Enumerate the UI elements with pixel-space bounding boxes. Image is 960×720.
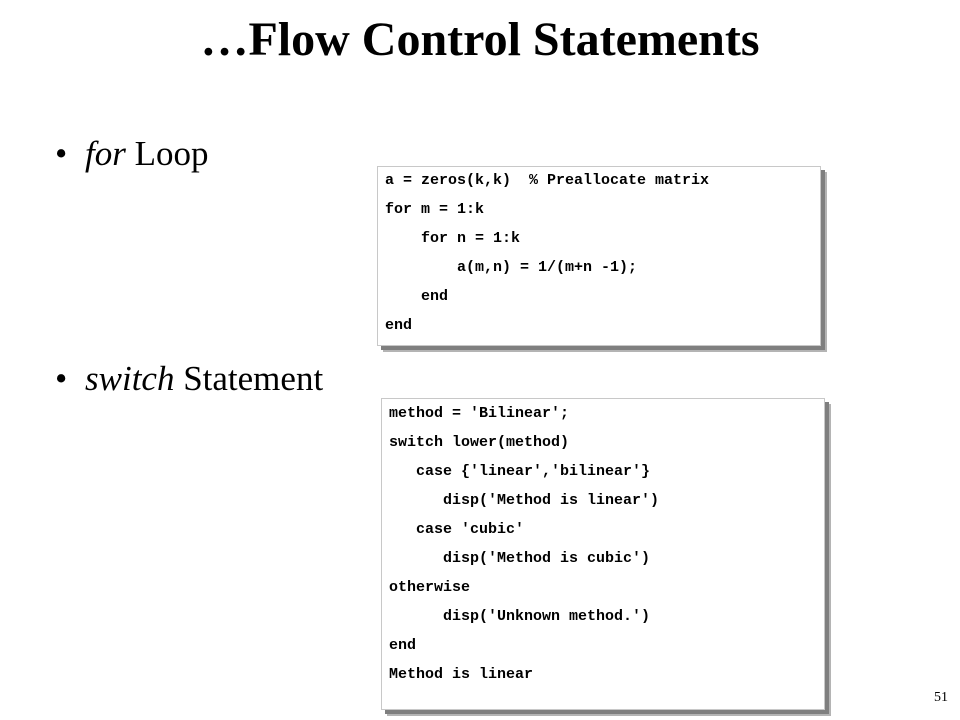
code-line: method = 'Bilinear';	[389, 405, 570, 422]
code-line: end	[389, 637, 417, 654]
code-line: a(m,n) = 1/(m+n -1);	[385, 259, 638, 276]
bullet-dot-icon: •	[55, 359, 68, 398]
code-line: switch lower(method)	[389, 434, 570, 451]
bullet-keyword: for	[85, 134, 126, 173]
code-line: disp('Unknown method.')	[389, 608, 651, 625]
code-line: a = zeros(k,k) % Preallocate matrix	[385, 172, 710, 189]
bullet-dot-icon: •	[55, 134, 68, 173]
code-line: for n = 1:k	[385, 230, 521, 247]
bullet-for-loop: • for Loop	[55, 133, 209, 175]
slide-title: …Flow Control Statements	[200, 13, 760, 66]
page-number: 51	[934, 690, 948, 705]
code-line: for m = 1:k	[385, 201, 485, 218]
code-line: Method is linear	[389, 666, 534, 683]
bullet-keyword: switch	[85, 359, 175, 398]
code-panel-switch-statement: method = 'Bilinear'; switch lower(method…	[381, 398, 825, 710]
code-line: end	[385, 317, 413, 334]
code-line: disp('Method is linear')	[389, 492, 660, 509]
bullet-switch-statement: • switch Statement	[55, 358, 323, 400]
bullet-text: Statement	[174, 359, 324, 398]
code-line: case {'linear','bilinear'}	[389, 463, 651, 480]
bullet-text: Loop	[125, 134, 209, 173]
code-line: case 'cubic'	[389, 521, 525, 538]
code-line: otherwise	[389, 579, 471, 596]
code-panel-for-loop: a = zeros(k,k) % Preallocate matrix for …	[377, 166, 821, 346]
code-line: disp('Method is cubic')	[389, 550, 651, 567]
code-line: end	[385, 288, 449, 305]
